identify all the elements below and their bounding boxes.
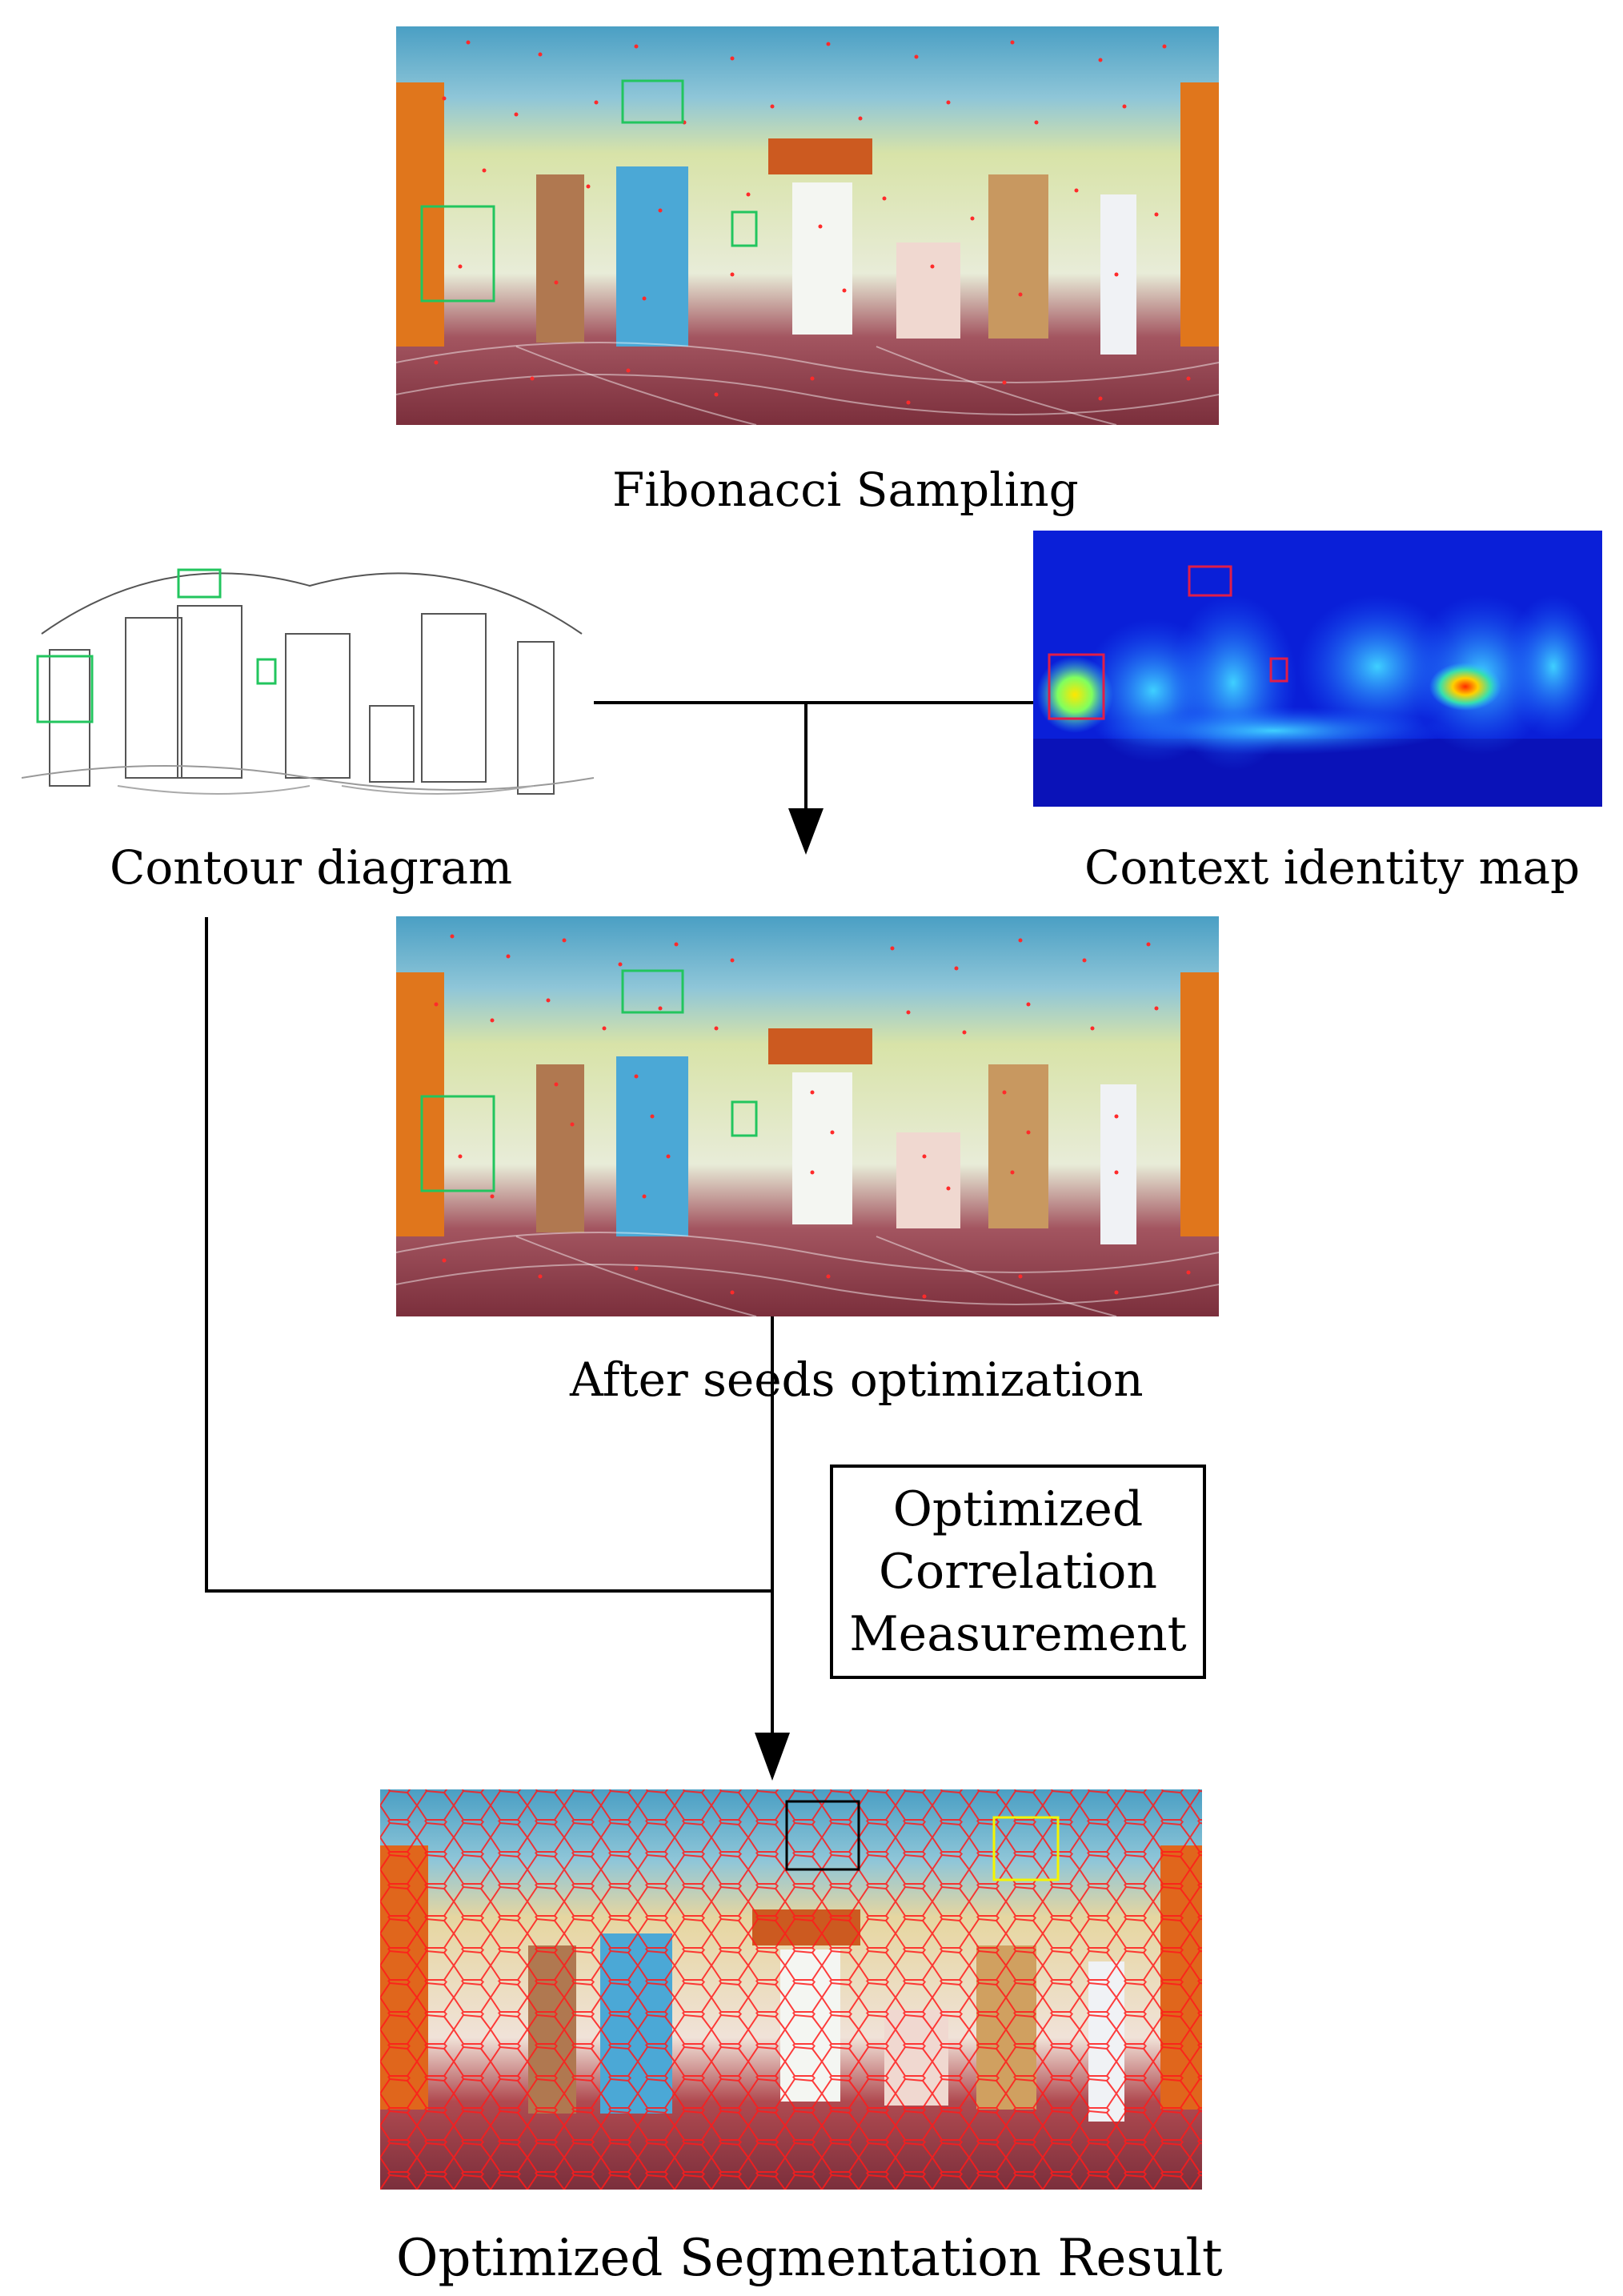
segmentation-result-caption: Optimized Segmentation Result <box>396 2229 1223 2288</box>
process-box-line-1: Optimized <box>892 1481 1144 1537</box>
process-box-line-3: Measurement <box>849 1606 1187 1662</box>
context-identity-map-caption: Context identity map <box>1084 840 1581 895</box>
contour-diagram-caption: Contour diagram <box>110 840 513 895</box>
after-seeds-optimization-image <box>396 916 1219 1316</box>
after-seeds-optimization-caption: After seeds optimization <box>570 1352 1144 1407</box>
optimized-correlation-measurement-box: Optimized Correlation Measurement <box>830 1465 1206 1679</box>
process-box-line-2: Correlation <box>879 1544 1157 1600</box>
segmentation-result-image <box>380 1789 1202 2190</box>
contour-diagram-image <box>22 538 594 806</box>
fibonacci-sampling-image <box>396 26 1219 425</box>
context-identity-map-image <box>1033 531 1602 807</box>
fibonacci-sampling-caption: Fibonacci Sampling <box>612 463 1079 517</box>
